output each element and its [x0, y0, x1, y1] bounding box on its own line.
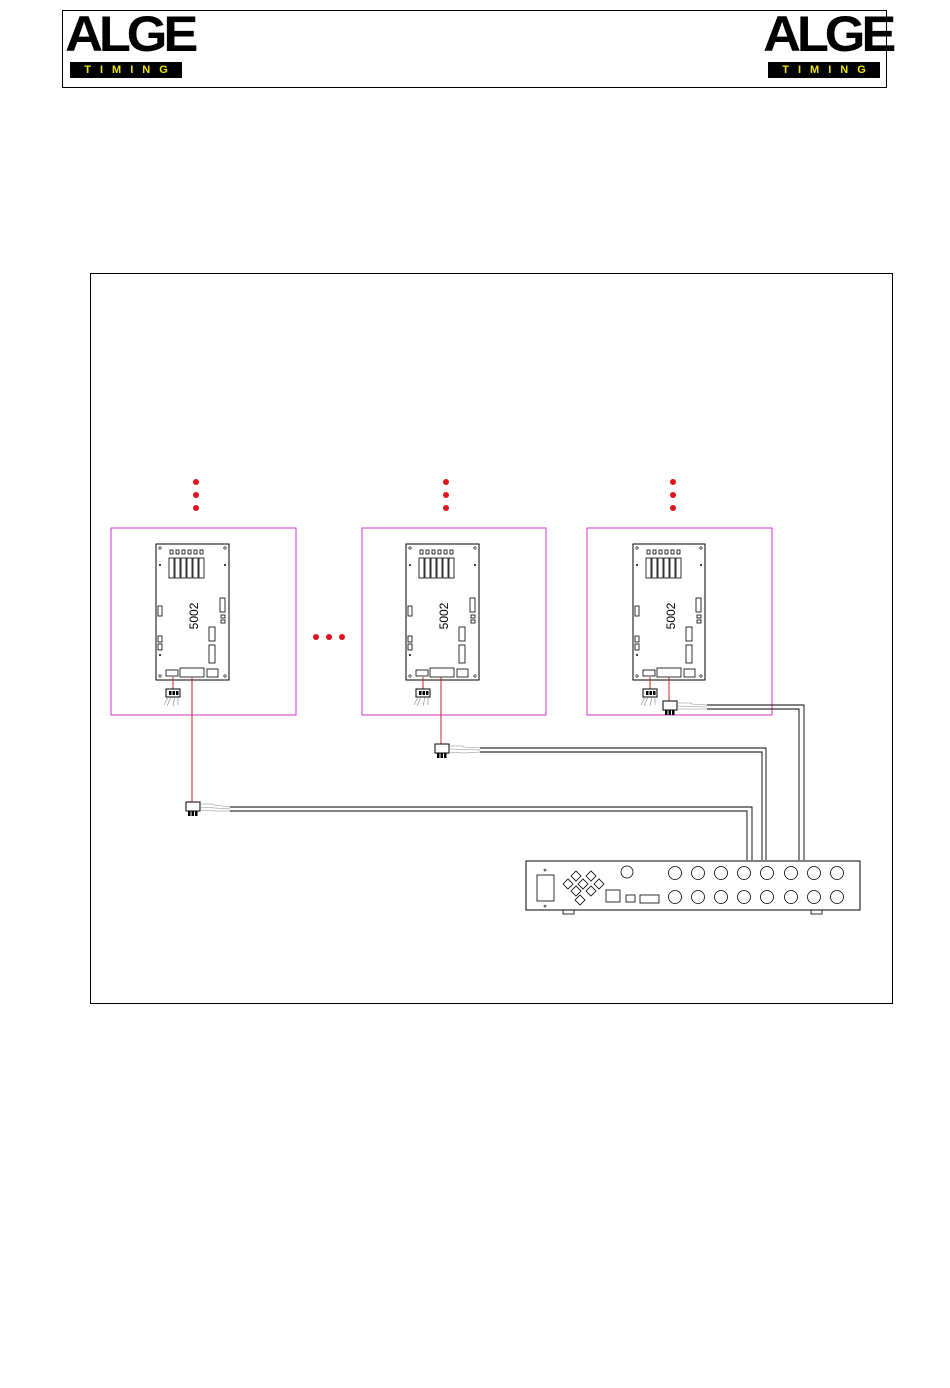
plug-connector-2: [414, 677, 430, 706]
more-rows-dots-1: [193, 479, 199, 511]
display-module-1: 5002: [111, 528, 296, 715]
more-modules-dots: [313, 634, 345, 640]
direction-keypad: [563, 871, 604, 905]
board-label: 5002: [187, 602, 201, 629]
cable-module-3: [663, 677, 804, 860]
plug-connector-3: [641, 677, 657, 706]
connector-sockets: [669, 867, 844, 904]
controller-unit: [526, 861, 860, 914]
more-rows-dots-3: [670, 479, 676, 511]
pcb-board-3: 5002: [633, 544, 705, 680]
pcb-board-1: 5002: [156, 544, 229, 680]
cable-module-2: [435, 677, 766, 860]
more-rows-dots-2: [443, 479, 449, 511]
plug-connector-1: [164, 677, 180, 706]
display-module-2: 5002: [362, 528, 546, 715]
pcb-board-2: 5002: [406, 544, 479, 680]
board-label: 5002: [437, 602, 451, 629]
board-label: 5002: [664, 602, 678, 629]
display-module-3: 5002: [587, 528, 772, 715]
